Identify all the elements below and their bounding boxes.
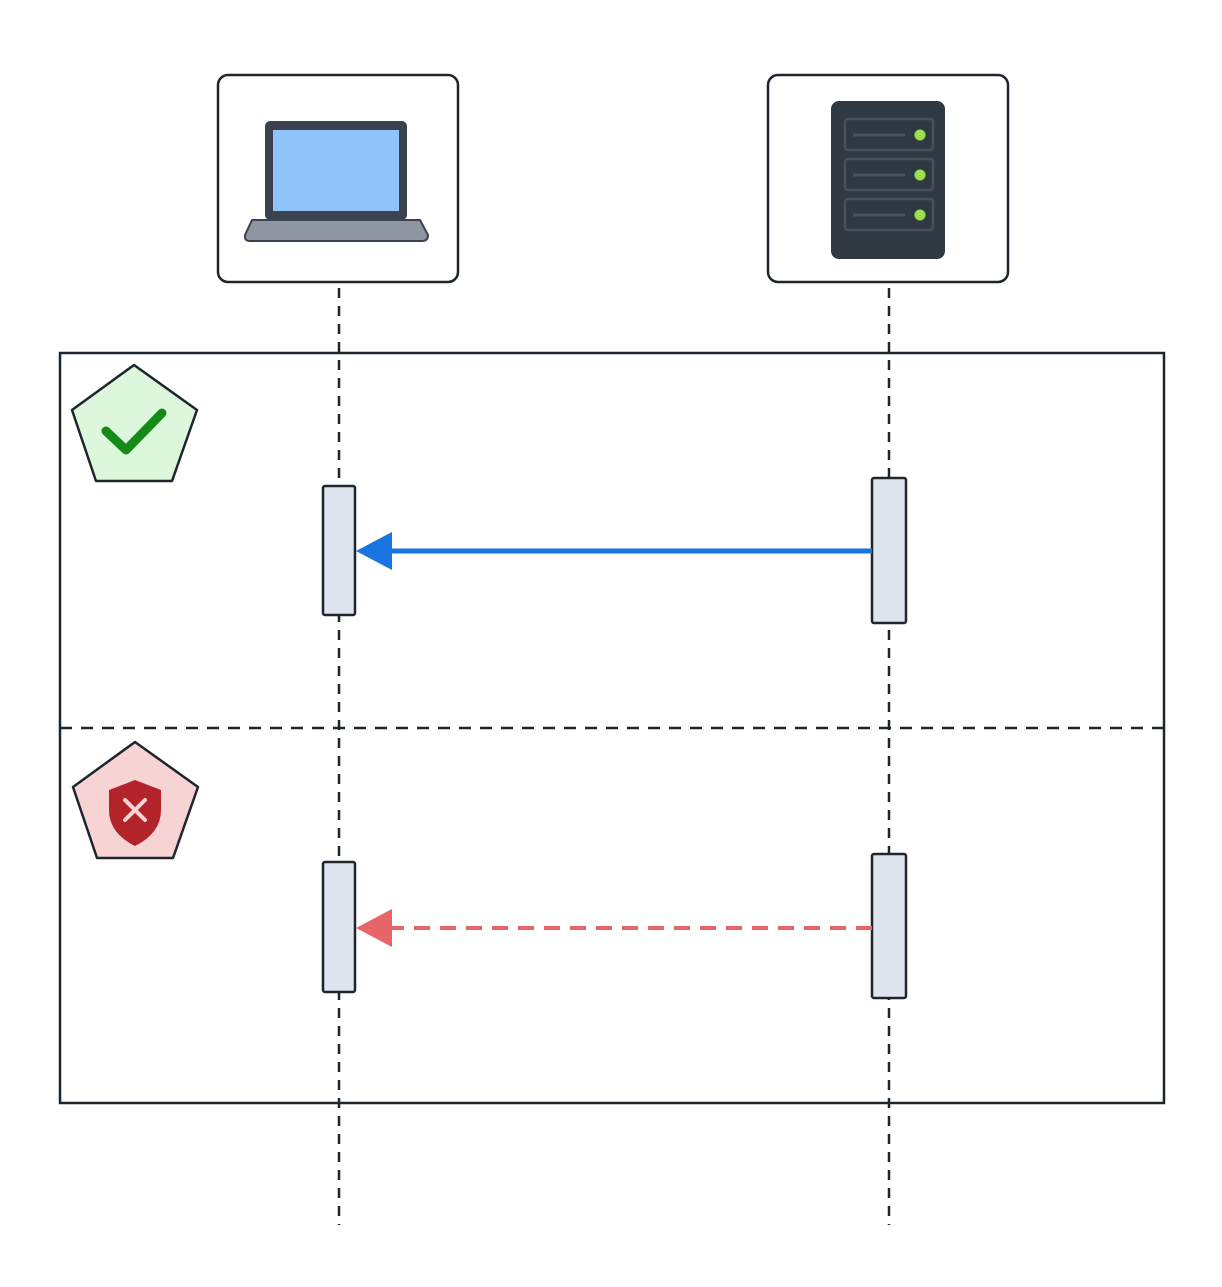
message-success-arrow (356, 532, 872, 570)
activation-server-failure (870, 852, 908, 1000)
activation-server-success (870, 476, 908, 625)
success-badge (70, 363, 199, 483)
participant-client (216, 73, 460, 284)
activation-client-failure (321, 860, 357, 994)
check-icon (101, 408, 167, 455)
activation-client-success (321, 484, 357, 617)
server-icon (831, 101, 945, 259)
shield-x-icon (109, 780, 161, 846)
message-failure-arrow (356, 909, 872, 947)
laptop-icon (243, 121, 430, 242)
failure-badge (71, 740, 200, 860)
participant-server (766, 73, 1010, 284)
